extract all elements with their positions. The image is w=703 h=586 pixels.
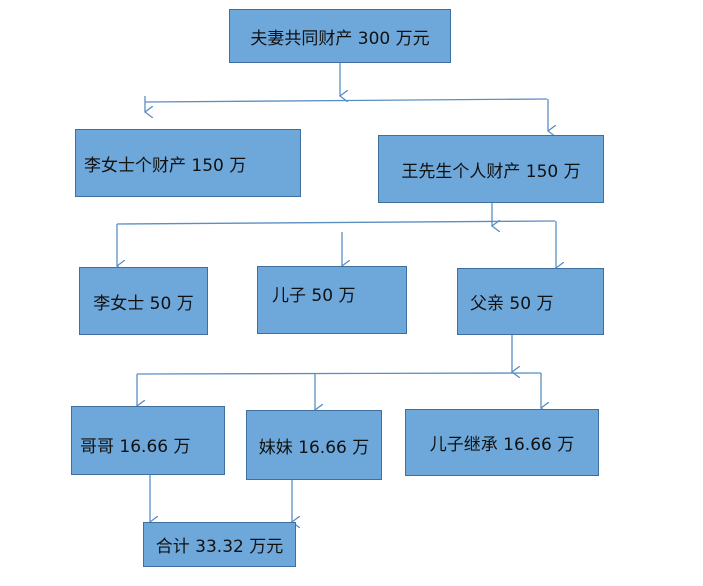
brother-label: 哥哥 16.66 万 xyxy=(80,437,191,457)
sister-node: 妹妹 16.66 万 xyxy=(246,410,382,480)
li-share-label: 李女士个财产 150 万 xyxy=(84,155,247,176)
father-inherit-label: 父亲 50 万 xyxy=(470,294,554,314)
root-node-label: 夫妻共同财产 300 万元 xyxy=(250,28,430,49)
brother-node: 哥哥 16.66 万 xyxy=(71,406,225,475)
line-level1-horizontal xyxy=(144,98,548,103)
sister-label: 妹妹 16.66 万 xyxy=(258,437,370,458)
root-node: 夫妻共同财产 300 万元 xyxy=(229,9,451,63)
father-inherit-node: 父亲 50 万 xyxy=(457,268,604,335)
son-inherit-label: 儿子 50 万 xyxy=(272,286,356,306)
total-label: 合计 33.32 万元 xyxy=(155,537,284,557)
li-share-node: 李女士个财产 150 万 xyxy=(75,129,301,197)
wang-share-node: 王先生个人财产 150 万 xyxy=(378,135,604,203)
total-node: 合计 33.32 万元 xyxy=(143,522,296,567)
line-level3-horizontal xyxy=(136,372,542,375)
son-inherit-node: 儿子 50 万 xyxy=(257,266,407,334)
son-from-father-node: 儿子继承 16.66 万 xyxy=(405,409,599,476)
li-inherit-node: 李女士 50 万 xyxy=(79,267,208,335)
line-level2-horizontal xyxy=(116,220,556,225)
wang-share-label: 王先生个人财产 150 万 xyxy=(401,161,581,182)
li-inherit-label: 李女士 50 万 xyxy=(93,293,194,314)
son-from-father-label: 儿子继承 16.66 万 xyxy=(429,435,575,455)
